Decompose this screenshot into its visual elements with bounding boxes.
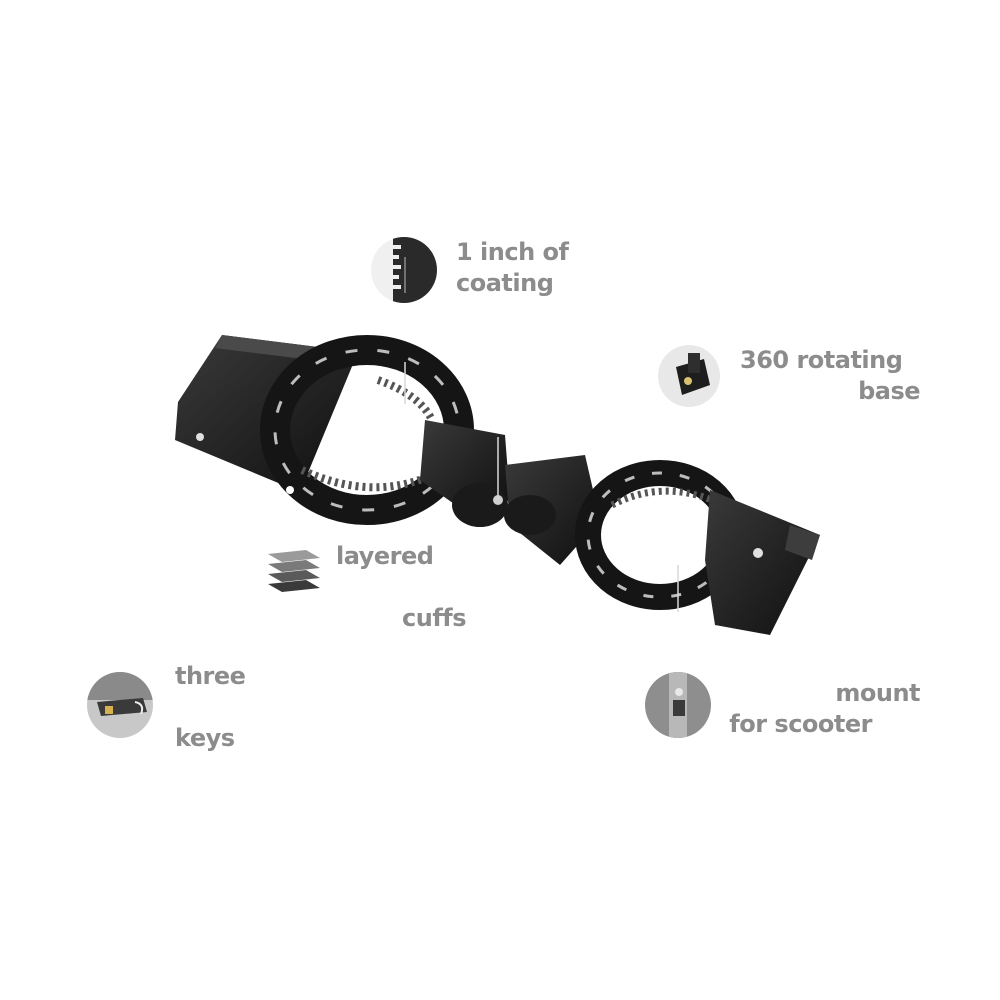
right-plate	[705, 490, 820, 635]
ruler-icon	[371, 237, 437, 303]
rotating-base-icon	[658, 345, 720, 407]
feature-rotating-line2: base	[858, 377, 920, 405]
key-icon	[87, 672, 153, 738]
scooter-mount-icon	[645, 672, 711, 738]
feature-keys-line2: keys	[175, 724, 235, 752]
feature-layered-line2: cuffs	[402, 604, 466, 632]
feature-keys-line1: three	[175, 662, 246, 690]
feature-rotating-line1: 360 rotating	[740, 346, 903, 374]
feature-coating-line2: coating	[456, 269, 554, 297]
feature-coating-line1: 1 inch of	[456, 238, 569, 266]
feature-layered-line1: layered	[336, 542, 434, 570]
feature-mount-line1: mount	[835, 679, 920, 707]
layers-icon	[262, 540, 326, 604]
feature-mount-line2: for scooter	[729, 710, 872, 738]
